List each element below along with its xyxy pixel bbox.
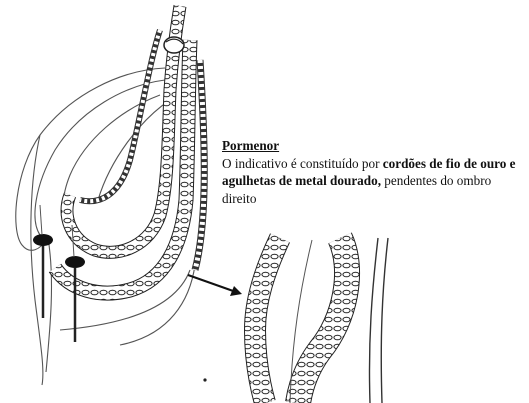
ink-dot <box>203 378 206 381</box>
detail-arrow <box>188 275 242 296</box>
braided-cord-bundle <box>55 6 204 293</box>
detail-closeup <box>255 238 388 403</box>
detail-caption: Pormenor O indicativo é constituído por … <box>222 137 527 207</box>
caption-body-intro: O indicativo é constituído por <box>222 156 383 171</box>
caption-body: O indicativo é constituído por cordões d… <box>222 155 527 208</box>
caption-title: Pormenor <box>222 137 527 155</box>
aiguillette-tip-left <box>33 205 53 318</box>
